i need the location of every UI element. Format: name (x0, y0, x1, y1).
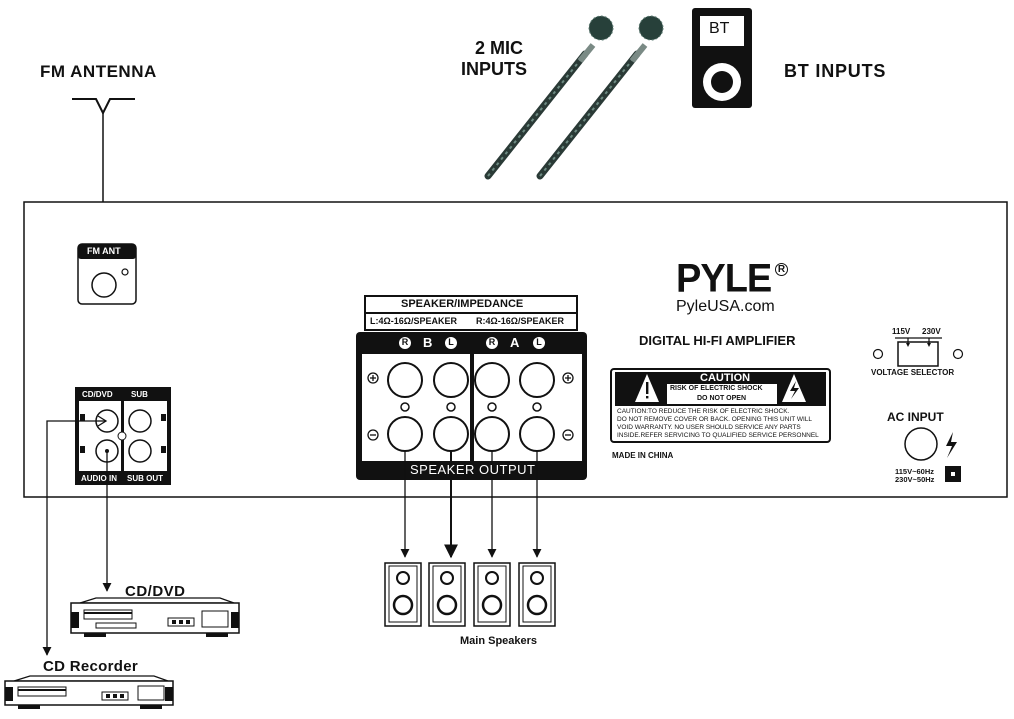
cd-recorder-wire (42, 415, 108, 656)
channel-a-label: A (510, 335, 520, 350)
terminal-r-badge: R (488, 337, 496, 347)
bt-box-label: BT (709, 20, 730, 37)
caution-label (610, 368, 831, 443)
voltage-115-label: 115V (892, 327, 911, 336)
audio-in-label: AUDIO IN (81, 474, 117, 483)
speaker-terminals[interactable] (387, 362, 555, 452)
brand-url: PyleUSA.com (676, 298, 775, 315)
caution-text-1: CAUTION:TO REDUCE THE RISK OF ELECTRIC S… (617, 408, 790, 415)
speakers-label: Main Speakers (460, 635, 538, 647)
terminal-l-badge: L (536, 337, 542, 347)
bluetooth-device-icon (692, 8, 752, 108)
impedance-left: L:4Ω-16Ω/SPEAKER (370, 316, 457, 326)
ac-input-label: AC INPUT (887, 410, 944, 424)
screw-icon (872, 348, 884, 360)
speaker-output-block (356, 332, 587, 480)
channel-badges (399, 337, 545, 349)
fm-ant-label: FM ANT (87, 246, 121, 256)
speaker-icon (428, 562, 466, 627)
fm-antenna-label: FM ANTENNA (40, 62, 157, 81)
ac-rating-1: 115V~60Hz (895, 467, 934, 476)
sub-jack-top[interactable] (128, 409, 152, 433)
high-voltage-icon (946, 432, 957, 458)
fm-ant-jack[interactable] (77, 243, 137, 305)
microphone-icon (484, 15, 614, 180)
caution-text-3: VOID WARRANTY. NO USER SHOULD SERVICE AN… (617, 424, 801, 431)
jack-separator (117, 431, 127, 441)
speaker-icon (384, 562, 422, 627)
speaker-icon (473, 562, 511, 627)
made-in-label: MADE IN CHINA (612, 451, 674, 460)
ac-rating-2: 230V~50Hz (895, 475, 935, 484)
bt-inputs-label: BT INPUTS (784, 61, 887, 81)
impedance-right: R:4Ω-16Ω/SPEAKER (476, 316, 564, 326)
speaker-output-label: SPEAKER OUTPUT (410, 462, 536, 477)
voltage-selector[interactable] (895, 337, 942, 367)
caution-text-2: DO NOT REMOVE COVER OR BACK. OPENING THI… (617, 416, 813, 423)
ac-input-socket[interactable] (904, 427, 938, 461)
cd-recorder-icon (4, 675, 174, 709)
speaker-icon (518, 562, 556, 627)
cd-dvd-player-icon (70, 597, 240, 637)
registered-icon: R (775, 263, 788, 276)
terminal-l-badge: L (448, 337, 454, 347)
voltage-230-label: 230V (922, 327, 941, 336)
cd-dvd-device-label: CD/DVD (125, 583, 186, 600)
sub-out-jack[interactable] (128, 439, 152, 463)
sub-jack-label: SUB (131, 390, 148, 399)
ground-icon (945, 466, 961, 482)
caution-line-2: DO NOT OPEN (697, 395, 747, 402)
caution-line-1: RISK OF ELECTRIC SHOCK (670, 385, 763, 392)
voltage-selector-label: VOLTAGE SELECTOR (871, 368, 955, 377)
speaker-wires (400, 451, 542, 559)
speaker-impedance-title: SPEAKER/IMPEDANCE (401, 298, 524, 310)
speaker-impedance-header (364, 295, 578, 331)
screw-icon (952, 348, 964, 360)
brand-logo: PYLE (676, 256, 772, 302)
mic-inputs-label: 2 MIC (475, 38, 524, 58)
caution-title: CAUTION (700, 372, 751, 384)
cd-recorder-label: CD Recorder (43, 658, 138, 675)
channel-b-label: B (423, 335, 433, 350)
mic-inputs-label-2: INPUTS (461, 59, 528, 79)
cd-dvd-wire (102, 449, 112, 592)
microphone-icon (536, 15, 664, 180)
polarity-icons (367, 372, 574, 441)
cd-dvd-jack-label: CD/DVD (82, 390, 113, 399)
terminal-r-badge: R (401, 337, 409, 347)
product-name: DIGITAL HI-FI AMPLIFIER (639, 333, 796, 348)
caution-text-4: INSIDE.REFER SERVICING TO QUALIFIED SERV… (617, 432, 819, 439)
sub-out-label: SUB OUT (127, 474, 163, 483)
